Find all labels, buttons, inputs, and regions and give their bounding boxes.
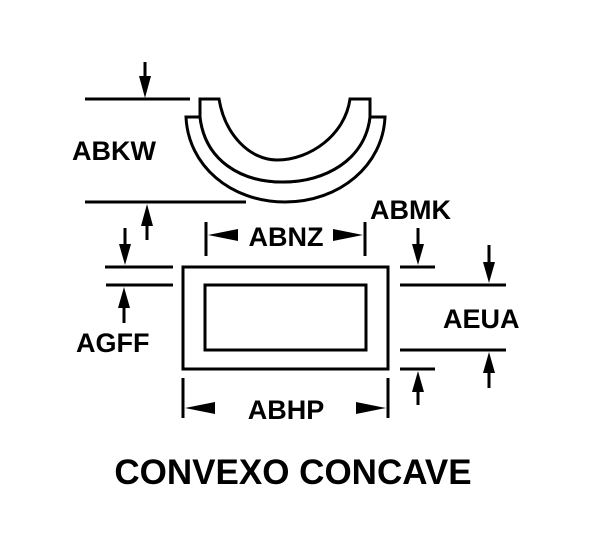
abkw-dimension: ABKW [72,62,246,240]
abnz-dimension: ABNZ [204,222,367,256]
agff-dimension: AGFF [76,228,173,358]
aeua-label: AEUA [443,304,520,334]
abhp-label: ABHP [248,395,325,425]
diagram-title: CONVEXO CONCAVE [114,453,471,492]
half-shell-part [184,97,387,204]
abkw-label: ABKW [72,136,156,166]
abmk-label: ABMK [370,195,451,225]
abnz-label: ABNZ [249,222,324,252]
aeua-dimension: AEUA [400,245,520,388]
rectangular-section [181,265,390,371]
agff-label: AGFF [76,328,150,358]
abhp-dimension: ABHP [181,378,390,425]
abmk-dimension: ABMK [370,195,451,405]
